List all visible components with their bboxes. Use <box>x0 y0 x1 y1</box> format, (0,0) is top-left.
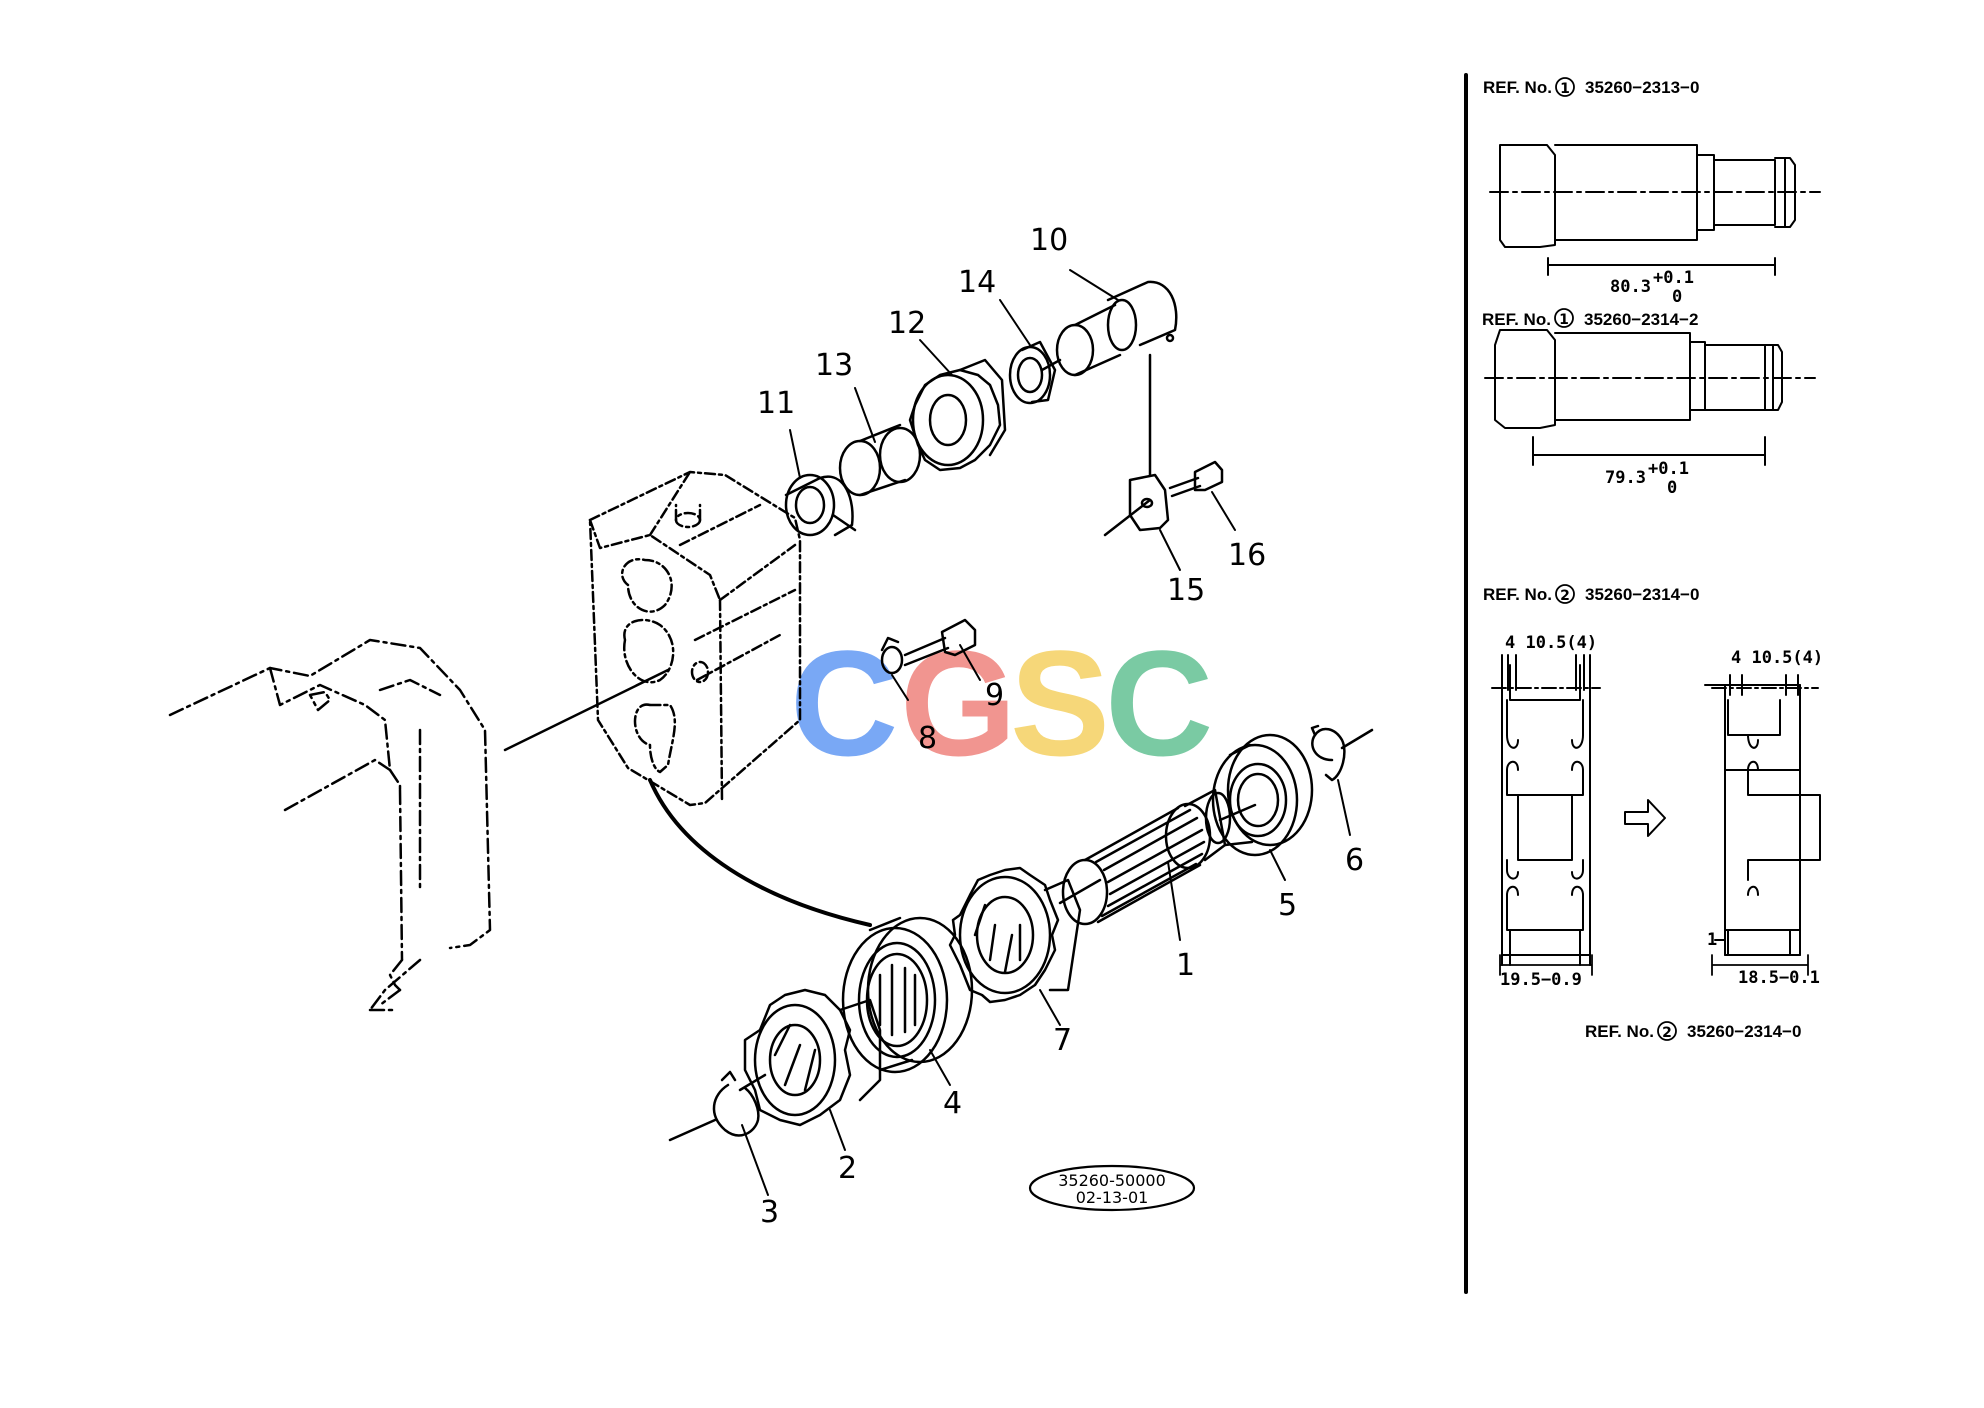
ref1a-tol-upper: +0.1 <box>1653 268 1694 288</box>
ref2-side-mark: 1 <box>1707 930 1717 950</box>
idler-gear-part-12 <box>908 358 1007 472</box>
ref2-part: 35260−2314−0 <box>1585 585 1699 604</box>
callout-5: 5 <box>1278 888 1297 923</box>
ref1a-circle <box>1555 77 1575 97</box>
ref2-footer-num: 2 <box>1662 1025 1672 1041</box>
assembly-axis-line <box>503 668 670 752</box>
watermark-letter-1: C <box>790 619 898 787</box>
callout-2: 2 <box>838 1151 857 1186</box>
drawing-number: 35260-50000 02-13-01 <box>1058 1171 1166 1207</box>
ref2-left-bottom-dimline <box>1499 954 1593 976</box>
ref2-footer-part: 35260−2314−0 <box>1687 1022 1801 1041</box>
ref1b-dim-value: 79.3 <box>1605 468 1646 488</box>
ref1a-label: REF. No. <box>1483 78 1552 97</box>
ref1a-tol-lower: 0 <box>1672 287 1682 307</box>
sleeve-part-13 <box>838 423 922 497</box>
ref2-left-top-dim: 4 10.5(4) <box>1505 633 1597 653</box>
ref1b-label: REF. No. <box>1482 310 1551 329</box>
lock-plate-part-15 <box>1103 353 1170 537</box>
callout-10: 10 <box>1030 223 1068 258</box>
ref2-right-top-dim: 4 10.5(4) <box>1731 648 1823 668</box>
spline-shaft-part-1 <box>1058 788 1257 926</box>
oil-seal-part-11 <box>784 473 857 537</box>
drawing-number-line2: 02-13-01 <box>1076 1188 1149 1207</box>
ref2-footer-label: REF. No. <box>1585 1022 1654 1041</box>
callout-12: 12 <box>888 306 926 341</box>
ref1a-pin-drawing <box>1489 144 1821 276</box>
bolt-part-9 <box>903 618 977 667</box>
spur-gear-part-2 <box>738 988 882 1127</box>
ball-bearing-part-5 <box>1211 733 1314 857</box>
ref1a-part: 35260−2313−0 <box>1585 78 1699 97</box>
callout-leaders <box>741 269 1351 1196</box>
callout-11: 11 <box>757 386 795 421</box>
spur-gear-part-7 <box>948 866 1082 1004</box>
washer-part-8 <box>880 636 904 675</box>
snap-ring-part-6 <box>1310 724 1374 782</box>
drawing-number-line1: 35260-50000 <box>1058 1171 1166 1190</box>
watermark-letter-2: G <box>900 619 1017 787</box>
callout-numbers: 1 2 3 4 5 6 7 8 9 10 11 13 12 14 15 16 <box>757 223 1364 1230</box>
reference-panel-text: REF. No. 1 35260−2313−0 80.3 +0.1 0 REF.… <box>1482 77 1823 1041</box>
ref2-right-bottom-dim: 18.5−0.1 <box>1738 968 1820 988</box>
callout-8: 8 <box>918 721 937 756</box>
ref1b-circle <box>1554 308 1574 328</box>
callout-16: 16 <box>1228 538 1266 573</box>
ref2-num: 2 <box>1560 588 1570 604</box>
watermark: C G S C <box>790 619 1213 787</box>
engine-housing-outline <box>168 638 492 1012</box>
ref1b-pin-drawing <box>1484 329 1816 466</box>
ref1b-tol-lower: 0 <box>1667 478 1677 498</box>
ref1a-num: 1 <box>1560 81 1570 97</box>
callout-6: 6 <box>1345 843 1364 878</box>
ref2-right-bottom-dimline <box>1711 954 1809 976</box>
ref1a-dim-value: 80.3 <box>1610 277 1651 297</box>
ref2-gear-section-after <box>1704 674 1821 956</box>
pump-housing <box>588 470 802 807</box>
callout-9: 9 <box>985 678 1004 713</box>
ref2-circle <box>1555 584 1575 604</box>
watermark-letter-4: C <box>1105 619 1213 787</box>
thrust-washer-part-14 <box>1008 340 1057 405</box>
snap-ring-part-3 <box>668 1070 760 1142</box>
callout-14: 14 <box>958 265 996 300</box>
callout-4: 4 <box>943 1086 962 1121</box>
idler-shaft-part-10 <box>1040 280 1178 377</box>
ref2-label: REF. No. <box>1483 585 1552 604</box>
drawing-number-oval <box>1028 1164 1196 1212</box>
callout-15: 15 <box>1167 573 1205 608</box>
callout-3: 3 <box>760 1195 779 1230</box>
assembly-curve-line <box>648 778 872 927</box>
ref2-footer-circle <box>1657 1021 1677 1041</box>
ref2-gear-section-before <box>1491 654 1601 966</box>
ref1b-num: 1 <box>1559 312 1569 328</box>
callout-13: 13 <box>815 348 853 383</box>
bolt-part-16 <box>1168 460 1224 498</box>
callout-1: 1 <box>1176 948 1195 983</box>
ref1b-part: 35260−2314−2 <box>1584 310 1698 329</box>
refit-arrow <box>1624 799 1666 837</box>
ref2-left-bottom-dim: 19.5−0.9 <box>1500 970 1582 990</box>
callout-7: 7 <box>1053 1023 1072 1058</box>
watermark-letter-3: S <box>1010 619 1110 787</box>
ref1b-tol-upper: +0.1 <box>1648 459 1689 479</box>
